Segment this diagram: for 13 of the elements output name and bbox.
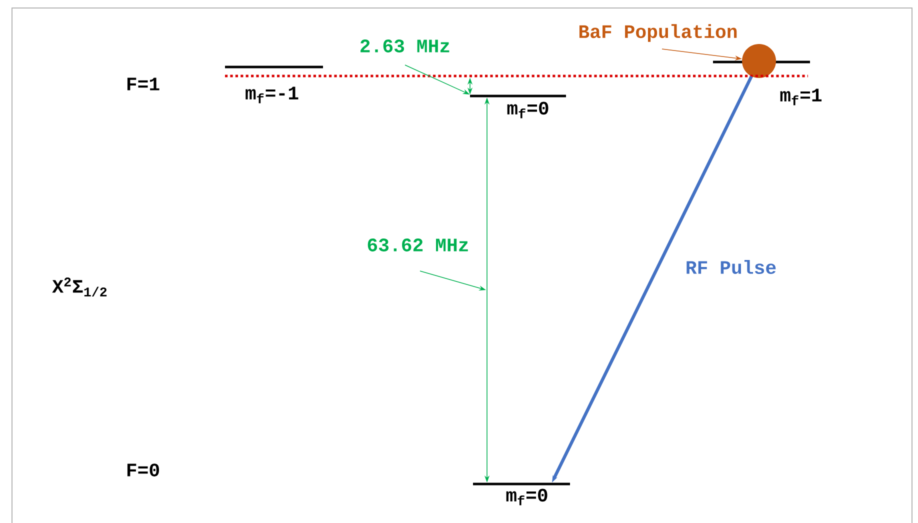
value-label: 2.63 MHz: [360, 40, 450, 52]
level-label: m$_{f}$=0: [507, 102, 548, 118]
level-label: m$_{f}$=0: [506, 488, 548, 506]
level-label: m$_{f}$=1: [780, 88, 822, 106]
value-label: 63.62 MHz: [368, 238, 468, 252]
population-dot: [742, 44, 776, 78]
level-label: m$_{f}$=-1: [246, 86, 298, 104]
state-label: F=0: [127, 464, 159, 476]
value-label: BaF Population: [579, 24, 737, 42]
state-label: X$^{2}$Σ$_{1/2}$: [52, 278, 107, 296]
dotted-line: [225, 74, 808, 78]
state-label: F=1: [127, 78, 160, 90]
edge-label: RF Pulse: [684, 259, 778, 275]
